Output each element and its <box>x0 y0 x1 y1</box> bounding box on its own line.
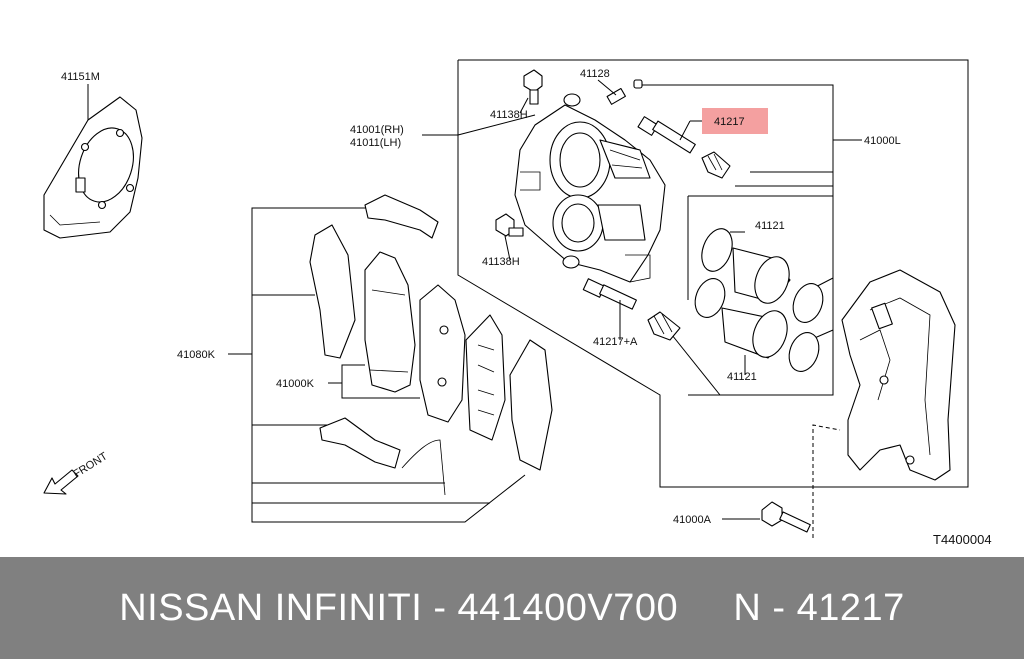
label-41128: 41128 <box>580 68 610 80</box>
footer-part-number-text: NISSAN INFINITI - 441400V700 N - 41217 <box>119 586 905 629</box>
bleeder-screw-part <box>606 79 643 105</box>
label-41151m: 41151M <box>61 71 100 83</box>
shim-outer-part <box>309 224 356 359</box>
caliper-assembly-frame <box>457 59 969 488</box>
part-number-footer: NISSAN INFINITI - 441400V700 N - 41217 <box>0 557 1024 659</box>
guide-pin-top-part <box>637 116 696 154</box>
brake-pad-outer-part <box>364 251 416 393</box>
part-41217-highlight <box>702 108 768 134</box>
torque-member-part <box>841 269 956 481</box>
label-41011-lh: 41011(LH) <box>350 137 401 149</box>
caliper-bolt-top-part <box>523 69 543 105</box>
pad-clip-bottom-part <box>319 417 401 469</box>
label-front: FRONT <box>71 450 110 480</box>
pad-wear-indicator-part <box>401 439 446 496</box>
label-41217: 41217 <box>714 116 745 128</box>
label-41121-top: 41121 <box>755 220 785 232</box>
diagram-id: T4400004 <box>933 532 992 547</box>
torque-member-bolt-part <box>761 501 811 533</box>
label-41138h-bottom: 41138H <box>482 256 520 268</box>
pad-clip-top-part <box>364 194 439 239</box>
label-41001-rh: 41001(RH) <box>350 124 404 136</box>
label-41000k: 41000K <box>276 378 315 390</box>
pad-kit-bracket <box>251 207 526 523</box>
piston-box <box>688 195 834 396</box>
pin-boot-bottom-part <box>647 311 681 341</box>
41000l-bracket <box>637 84 834 196</box>
front-direction-arrow-icon <box>43 469 79 495</box>
pin-boot-top-part <box>701 151 731 179</box>
brake-pad-inner-part <box>419 284 466 423</box>
dust-shield-part <box>43 96 143 239</box>
label-41217a: 41217+A <box>593 336 638 348</box>
caliper-bolt-bottom-part <box>495 213 524 237</box>
label-41080k: 41080K <box>177 349 216 361</box>
brake-caliper-diagram: 41151M 41138H 41128 41217 41001(RH) 4101… <box>43 59 992 547</box>
piston-seal-kit-part <box>694 228 824 372</box>
label-41000a: 41000A <box>673 514 712 526</box>
caliper-body-part <box>514 93 666 283</box>
shim-inner-part <box>465 314 506 441</box>
label-41121-bottom: 41121 <box>727 371 757 383</box>
label-41000l: 41000L <box>864 135 901 147</box>
label-41138h-top: 41138H <box>490 109 528 121</box>
shim-inner-2-part <box>509 339 553 471</box>
guide-pin-bottom-part <box>582 278 637 310</box>
